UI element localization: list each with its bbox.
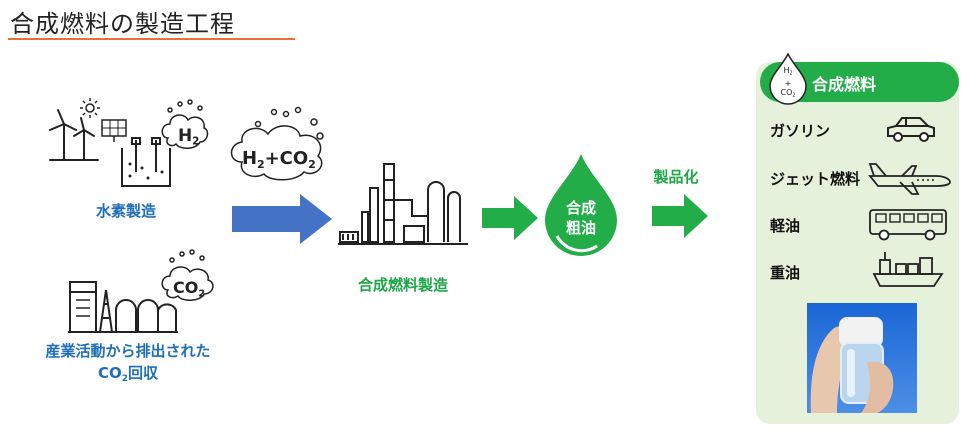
plant-icon (338, 163, 468, 245)
mix-co-sub: 2 (308, 157, 316, 171)
title-underline (8, 38, 295, 40)
green-arrow-icon (482, 196, 538, 240)
blue-arrow-icon (232, 194, 332, 244)
industry-line1: 産業活動から排出された (45, 342, 211, 360)
solar-panel-icon (101, 119, 127, 142)
drop-co-sub: 2 (792, 93, 796, 99)
co2-cloud-label: CO2 (173, 278, 205, 299)
panel-header-title: 合成燃料 (812, 75, 877, 94)
co2-text: CO (173, 278, 199, 297)
h2-co2-cloud-icon (230, 106, 324, 181)
fuel-bottle-photo (807, 303, 917, 413)
h2-letter: H (178, 126, 193, 146)
co2-cloud-icon (161, 249, 214, 301)
bus-icon (869, 209, 947, 241)
airplane-icon (868, 163, 951, 195)
crude-oil-drop-icon (545, 154, 617, 256)
h2-sub: 2 (192, 136, 200, 148)
page-title: 合成燃料の製造工程 (10, 10, 235, 38)
fuel-jet-label: ジェット燃料 (770, 170, 861, 188)
drop-plus: + (784, 78, 792, 88)
wind-turbine-icon (49, 109, 99, 161)
crude-line2: 粗油 (565, 219, 596, 237)
capture-text: 回収 (128, 364, 159, 382)
drop-co2: CO2 (770, 88, 806, 101)
co2-sub: 2 (198, 288, 206, 300)
synthesis-label: 合成燃料製造 (357, 276, 448, 294)
sun-icon (80, 98, 100, 118)
h2-cloud-label: H2 (178, 126, 199, 148)
drop-h: H (783, 66, 790, 75)
fuel-drop-icon (769, 52, 807, 105)
fuel-heavy-oil-label: 重油 (770, 264, 801, 282)
mix-h-sub: 2 (257, 157, 265, 171)
car-icon (887, 117, 935, 142)
co2-capture-text: CO (97, 364, 122, 382)
hydrogen-production-label: 水素製造 (95, 202, 156, 220)
fuel-diesel-label: 軽油 (770, 217, 801, 235)
drop-h2: H2 (770, 66, 806, 79)
ship-icon (872, 252, 944, 287)
green-arrow-icon (652, 194, 708, 238)
drop-h-sub: 2 (789, 71, 793, 77)
h2-co2-label: H2+CO2 (242, 148, 316, 171)
co2-capture-sub: 2 (121, 374, 128, 385)
mix-plus-co: +CO (264, 148, 309, 169)
industry-capture-label: 産業活動から排出された CO2回収 (16, 340, 240, 390)
electrolysis-icon (121, 137, 171, 187)
fuel-gasoline-label: ガソリン (770, 122, 831, 140)
crude-line1: 合成 (565, 199, 596, 217)
h2-cloud-icon (161, 99, 209, 149)
productize-label: 製品化 (653, 168, 699, 186)
factory-icon (68, 281, 178, 333)
mix-h: H (242, 148, 258, 169)
industry-line2: CO2回収 (16, 362, 240, 390)
drop-co: CO (780, 87, 793, 97)
fuel-drop-formula: H2 + CO2 (770, 66, 806, 100)
crude-oil-label: 合成 粗油 (543, 198, 619, 238)
